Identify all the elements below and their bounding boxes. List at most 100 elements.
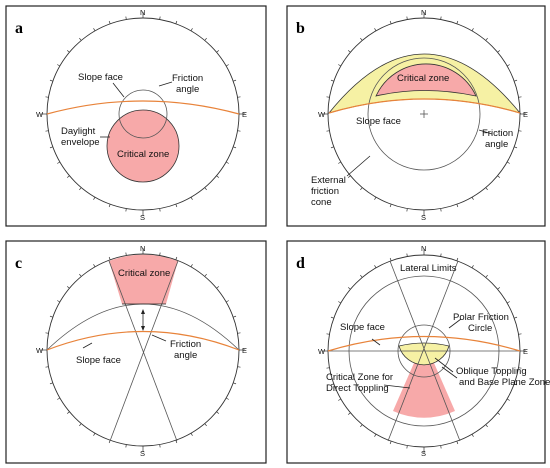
net-tick xyxy=(440,253,442,257)
net-tick xyxy=(45,130,49,132)
panel-c-friction-leader xyxy=(151,334,167,342)
net-tick xyxy=(471,28,474,32)
net-tick xyxy=(175,20,178,24)
net-tick xyxy=(514,316,518,319)
panel-a-north: N xyxy=(140,8,145,17)
panel-c-slope-face-label: Slope face xyxy=(76,355,121,366)
net-tick xyxy=(125,444,127,448)
net-tick xyxy=(514,79,518,82)
net-tick xyxy=(93,264,96,268)
panel-a: a Slope face Friction angle Daylight env… xyxy=(5,5,267,227)
net-tick xyxy=(471,265,474,269)
panel-b-north: N xyxy=(421,8,426,17)
net-tick xyxy=(225,64,229,67)
net-tick xyxy=(204,273,207,277)
net-tick xyxy=(406,445,408,449)
panel-c-critical-zone-label: Critical zone xyxy=(118,268,170,279)
net-tick xyxy=(406,16,408,20)
net-tick xyxy=(338,161,342,164)
panel-c-east: E xyxy=(242,346,247,355)
net-tick xyxy=(389,20,392,24)
panel-a-friction-leader xyxy=(158,81,173,87)
net-tick xyxy=(360,187,363,191)
panel-a-critical-zone-label: Critical zone xyxy=(117,149,169,160)
net-tick xyxy=(66,175,70,178)
net-tick xyxy=(456,441,459,445)
net-tick xyxy=(45,96,49,98)
panel-a-daylight-label-2: envelope xyxy=(61,137,100,148)
panel-b-critical-zone-label: Critical zone xyxy=(397,73,449,84)
panel-b-external-leader xyxy=(346,155,371,177)
panel-d-ticks xyxy=(322,249,526,453)
net-tick xyxy=(66,286,70,289)
panel-a-west: W xyxy=(36,110,44,119)
panel-c-friction-label-2: angle xyxy=(174,350,197,361)
net-tick xyxy=(471,433,474,437)
net-tick xyxy=(497,287,501,290)
net-tick xyxy=(125,252,127,256)
net-tick xyxy=(360,274,363,278)
panel-a-slope-face-label: Slope face xyxy=(78,72,123,83)
net-tick xyxy=(216,411,220,414)
net-tick xyxy=(440,16,442,20)
net-tick xyxy=(125,208,127,212)
panel-a-friction-label-2: angle xyxy=(176,84,199,95)
net-tick xyxy=(204,37,207,41)
panel-c-arrow-head-bottom xyxy=(141,326,145,331)
net-tick xyxy=(204,423,207,427)
net-tick xyxy=(216,175,220,178)
net-tick xyxy=(374,28,377,32)
panel-a-south: S xyxy=(140,213,145,222)
panel-c-south: S xyxy=(140,449,145,458)
panel-b-friction-label-1: Friction xyxy=(482,128,513,139)
net-tick xyxy=(406,208,408,212)
net-tick xyxy=(389,441,392,445)
net-tick xyxy=(347,50,351,53)
panel-c-friction-label-1: Friction xyxy=(170,339,201,350)
panel-b-slope-face-label: Slope face xyxy=(356,116,401,127)
panel-a-letter: a xyxy=(15,20,23,37)
net-tick xyxy=(514,146,518,149)
panel-a-critical-zone xyxy=(106,109,180,183)
panel-d-letter: d xyxy=(296,255,305,272)
net-tick xyxy=(485,274,488,278)
net-tick xyxy=(190,432,193,436)
net-tick xyxy=(159,208,161,212)
panel-b-west: W xyxy=(318,110,326,119)
panel-a-ticks xyxy=(41,12,245,216)
panel-c-letter: c xyxy=(15,255,22,272)
net-tick xyxy=(175,256,178,260)
net-tick xyxy=(225,397,229,400)
panel-c: c Critical zone Slope face Friction angl… xyxy=(5,240,267,464)
net-tick xyxy=(108,256,111,260)
net-tick xyxy=(374,196,377,200)
net-tick xyxy=(233,79,237,82)
net-tick xyxy=(216,286,220,289)
net-tick xyxy=(66,50,70,53)
net-tick xyxy=(485,37,488,41)
panel-b-letter: b xyxy=(296,20,305,37)
net-tick xyxy=(330,146,334,149)
net-tick xyxy=(506,161,510,164)
net-tick xyxy=(374,433,377,437)
panel-a-east: E xyxy=(242,110,247,119)
net-tick xyxy=(497,50,501,53)
net-tick xyxy=(57,161,61,164)
net-tick xyxy=(175,440,178,444)
net-tick xyxy=(108,204,111,208)
panel-c-slope-face-line xyxy=(46,330,240,351)
net-tick xyxy=(347,175,351,178)
net-tick xyxy=(326,96,330,98)
panel-c-slope-face-leader xyxy=(82,342,93,349)
panel-b-friction-circle xyxy=(367,57,481,171)
panel-b-critical-zone xyxy=(375,63,477,97)
panel-a-daylight-label-1: Daylight xyxy=(61,126,96,137)
panel-d-east: E xyxy=(523,347,528,356)
panel-d-north: N xyxy=(421,244,426,253)
net-tick xyxy=(93,196,96,200)
net-tick xyxy=(338,301,342,304)
net-tick xyxy=(57,300,61,303)
net-tick xyxy=(159,16,161,20)
net-tick xyxy=(518,130,522,132)
